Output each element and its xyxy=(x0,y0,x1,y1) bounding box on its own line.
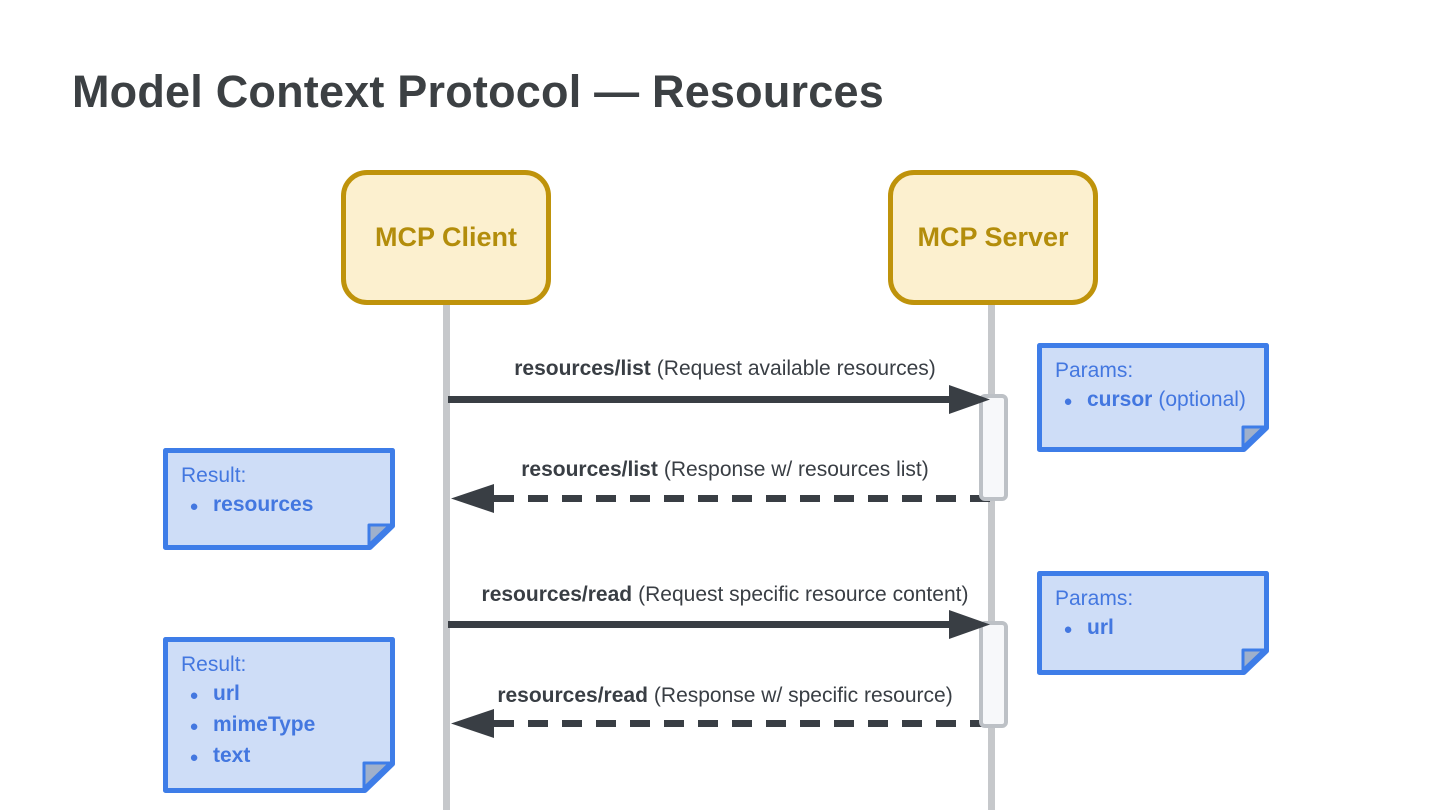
message-detail: (Response w/ specific resource) xyxy=(653,684,953,707)
note-item: ● cursor(optional) xyxy=(1055,385,1269,416)
message-method: resources/read xyxy=(497,684,648,707)
message-detail: (Request specific resource content) xyxy=(638,583,969,606)
note-shape xyxy=(163,448,395,550)
message-label-resources-read-response: resources/read(Response w/ specific reso… xyxy=(448,684,1002,708)
activation-bar-2 xyxy=(979,621,1008,728)
folded-corner-icon xyxy=(1241,425,1266,449)
note-label: Result: xyxy=(181,653,247,676)
message-detail: (Response w/ resources list) xyxy=(663,458,929,481)
note-item: ● mimeType xyxy=(181,710,395,741)
note-result-resources: Result: ● resources xyxy=(163,448,395,550)
message-label-resources-read-request: resources/read(Request specific resource… xyxy=(448,583,1002,607)
actor-label: MCP Client xyxy=(374,222,517,252)
note-label: Params: xyxy=(1055,587,1134,610)
message-label-resources-list-request: resources/list(Request available resourc… xyxy=(448,357,1002,381)
message-label-resources-list-response: resources/list(Response w/ resources lis… xyxy=(448,458,1002,482)
note-body: Result: ● url ● mimeType ● text xyxy=(163,637,395,793)
folded-corner-icon xyxy=(1241,648,1266,672)
message-method: resources/read xyxy=(481,583,633,606)
bullet-icon: ● xyxy=(189,687,199,704)
actor-mcp-server: MCP Server xyxy=(888,170,1098,305)
note-term: mimeType xyxy=(213,713,316,736)
note-item: ● text xyxy=(181,741,395,772)
note-params-cursor: Params: ● cursor(optional) xyxy=(1037,343,1269,452)
bullet-icon: ● xyxy=(189,498,199,515)
note-result-url-mimetype-text: Result: ● url ● mimeType ● text xyxy=(163,637,395,793)
bullet-icon: ● xyxy=(1063,393,1073,410)
page-title: Model Context Protocol — Resources xyxy=(72,66,884,117)
note-term: url xyxy=(1087,616,1114,639)
folded-corner-icon xyxy=(367,523,392,547)
note-outline xyxy=(163,448,395,550)
note-suffix: (optional) xyxy=(1158,388,1246,411)
note-term: cursor xyxy=(1087,388,1153,411)
note-item: ● url xyxy=(181,679,395,710)
note-term: resources xyxy=(213,493,314,516)
response-arrowhead-2 xyxy=(451,709,494,738)
bullet-icon: ● xyxy=(189,749,199,766)
message-method: resources/list xyxy=(514,357,651,380)
note-params-url: Params: ● url xyxy=(1037,571,1269,675)
note-shape xyxy=(1037,343,1269,452)
folded-corner-icon xyxy=(362,761,392,790)
server-lifeline xyxy=(988,305,995,810)
note-outline xyxy=(1037,571,1269,675)
note-shape xyxy=(163,637,395,793)
message-method: resources/list xyxy=(521,458,658,481)
actor-mcp-client: MCP Client xyxy=(341,170,551,305)
note-label: Result: xyxy=(181,464,247,487)
note-item: ● url xyxy=(1055,613,1269,644)
note-shape xyxy=(1037,571,1269,675)
bullet-icon: ● xyxy=(189,718,199,735)
activation-bar-1 xyxy=(979,394,1008,501)
client-lifeline xyxy=(443,305,450,810)
note-body: Params: ● url xyxy=(1037,571,1269,675)
note-body: Params: ● cursor(optional) xyxy=(1037,343,1269,452)
bullet-icon: ● xyxy=(1063,621,1073,638)
note-body: Result: ● resources xyxy=(163,448,395,550)
note-outline xyxy=(1037,343,1269,452)
note-term: text xyxy=(213,744,251,767)
note-item: ● resources xyxy=(181,490,395,521)
response-arrowhead-1 xyxy=(451,484,494,513)
note-term: url xyxy=(213,682,240,705)
message-detail: (Request available resources) xyxy=(656,357,936,380)
note-outline xyxy=(163,637,395,793)
actor-label: MCP Server xyxy=(917,222,1069,252)
note-label: Params: xyxy=(1055,359,1134,382)
